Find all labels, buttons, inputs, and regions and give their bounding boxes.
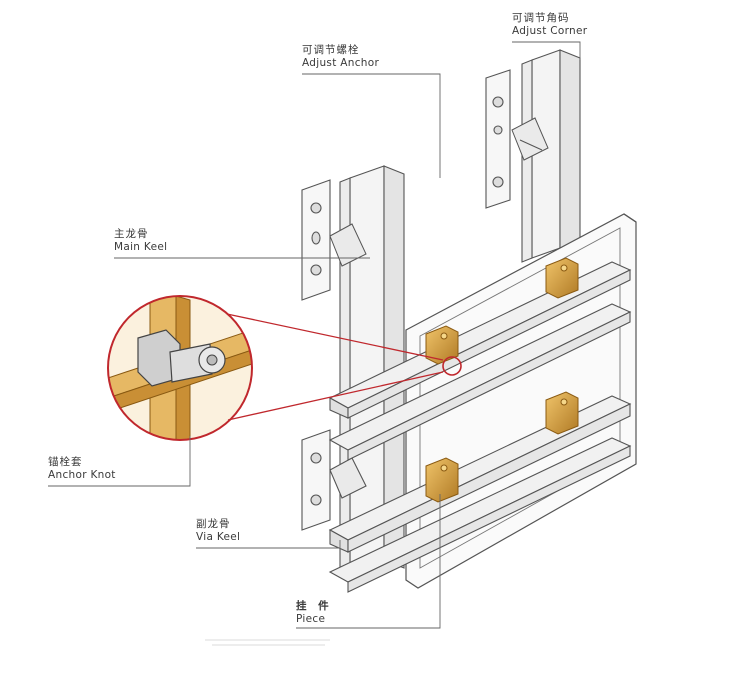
via-keel-upper [328,261,632,419]
upper-adjust-corner [511,117,549,161]
brass-piece [425,457,459,503]
label-piece: 挂 件 Piece [296,600,333,626]
label-main-keel: 主龙骨 Main Keel [114,228,167,254]
label-piece-cn: 挂 件 [296,600,333,612]
detail-magnifier [107,295,253,441]
left-adjust-corner [329,223,367,267]
upper-main-keel [521,49,581,263]
label-main-keel-en: Main Keel [114,241,168,253]
via-keel-middle [328,303,632,461]
label-adjust-anchor-cn: 可调节螺栓 [302,44,360,56]
label-adjust-corner-cn: 可调节角码 [512,12,570,24]
via-keel-bottom [328,437,632,593]
upper-anchor-plate [485,69,511,209]
label-adjust-corner-en: Adjust Corner [512,25,588,37]
label-adjust-corner: 可调节角码 Adjust Corner [512,12,587,38]
left-anchor-plate [301,179,331,301]
label-piece-en: Piece [296,613,326,625]
label-via-keel-cn: 副龙骨 [196,518,231,530]
label-via-keel-en: Via Keel [196,531,241,543]
brass-piece [545,391,579,435]
label-adjust-anchor-en: Adjust Anchor [302,57,380,69]
label-anchor-knot-en: Anchor Knot [48,469,116,481]
label-main-keel-cn: 主龙骨 [114,228,149,240]
leader-lines [48,41,581,629]
label-via-keel: 副龙骨 Via Keel [196,518,240,544]
label-anchor-knot: 锚栓套 Anchor Knot [48,456,116,482]
label-anchor-knot-cn: 锚栓套 [48,456,83,468]
callout-line [226,313,444,421]
brass-piece [545,257,579,299]
highlight-bolt [442,356,462,376]
lower-anchor-plate [301,429,367,531]
label-adjust-anchor: 可调节螺栓 Adjust Anchor [302,44,379,70]
brass-piece [425,325,459,365]
bottom-shadow [205,639,330,646]
